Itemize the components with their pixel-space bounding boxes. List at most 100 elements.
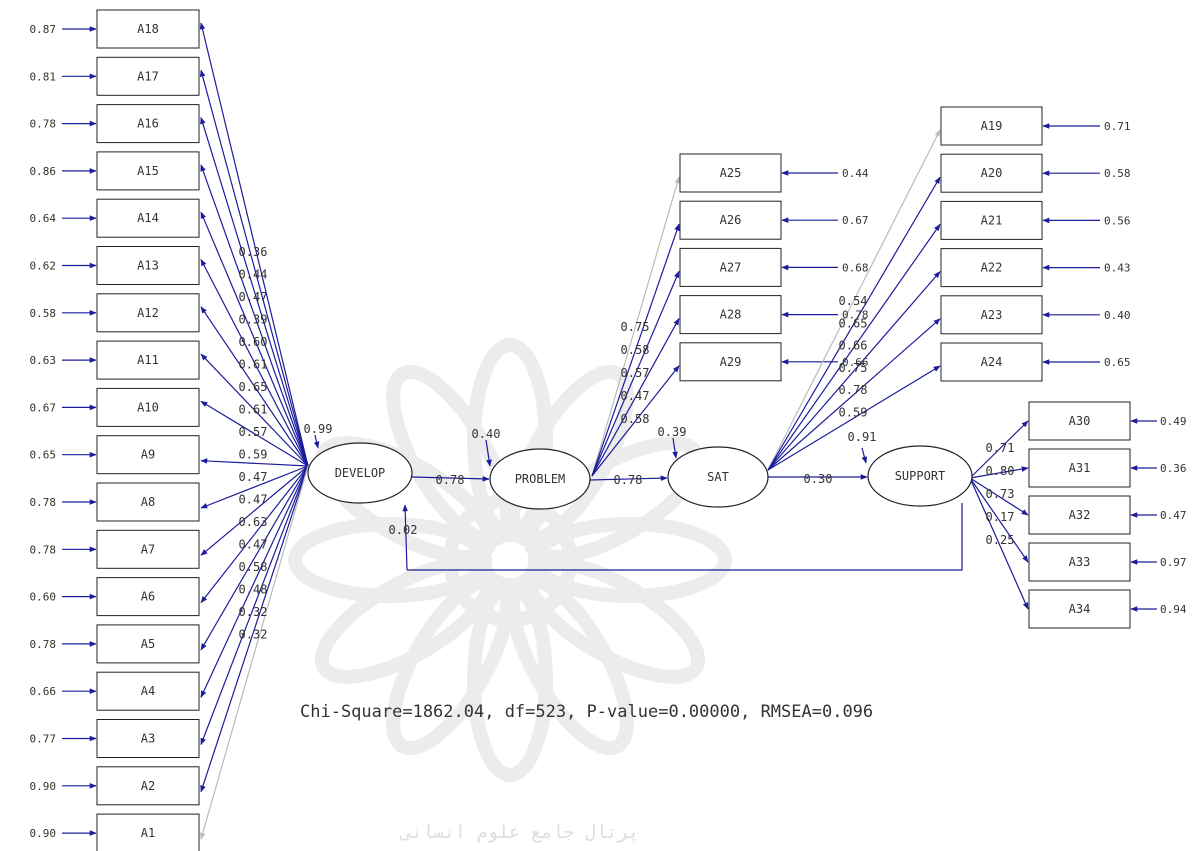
loading-value-a6: 0.63: [239, 515, 268, 529]
latent-sat: [667, 446, 769, 508]
indicator-box-a11: [96, 340, 200, 380]
indicator-box-a22-label: A22: [981, 261, 1003, 275]
latent-sat-label: SAT: [707, 470, 729, 484]
loading-arrow-a10: [200, 400, 309, 467]
loading-arrow-a17: [199, 69, 309, 467]
indicator-box-a11-label: A11: [137, 353, 159, 367]
indicator-box-a22: [940, 248, 1043, 288]
loading-arrow-a34: [969, 477, 1029, 610]
loading-value-a3: 0.48: [239, 583, 268, 597]
loading-value-a32: 0.73: [986, 487, 1015, 501]
loading-value-support-path: 0.91: [848, 430, 877, 444]
indicator-box-a32-label: A32: [1069, 508, 1091, 522]
loading-arrow-a6: [200, 465, 309, 604]
loading-value-a8: 0.47: [239, 470, 268, 484]
node-layer: A18A17A16A15A14A13A12A11A10A9A8A7A6A5A4A…: [96, 9, 1131, 851]
loading-arrow-a15: [200, 164, 309, 467]
loading-arrow-a7: [200, 465, 309, 556]
loading-arrow-a31: [969, 466, 1029, 479]
latent-error-arrow-problem: [485, 439, 492, 467]
error-value-a17: 0.81: [30, 70, 57, 83]
indicator-box-a2-label: A2: [141, 779, 155, 793]
indicator-box-a34: [1028, 589, 1131, 629]
latent-support-label: SUPPORT: [895, 469, 946, 483]
loading-value-a26: 0.58: [621, 343, 650, 357]
indicator-box-a21: [940, 200, 1043, 240]
loading-arrow-a28: [591, 317, 680, 477]
loading-arrow-a5: [200, 465, 309, 651]
structural-value-sat-support: 0.30: [804, 472, 833, 486]
indicator-box-a1-label: A1: [141, 826, 155, 840]
indicator-box-a33: [1028, 542, 1131, 582]
loading-value-a22: 0.75: [839, 361, 868, 375]
structural-arrow-support-develop: [402, 504, 408, 571]
indicator-box-a9-label: A9: [141, 448, 155, 462]
loading-value-a25: 0.75: [621, 320, 650, 334]
error-value-a31: 0.36: [1160, 462, 1187, 475]
indicator-box-a6: [96, 577, 200, 617]
loading-arrow-a22: [767, 271, 941, 471]
structural-value-develop-problem: 0.78: [436, 473, 465, 487]
error-value-a14: 0.64: [30, 212, 57, 225]
watermark-petal-shape: [288, 517, 492, 603]
error-value-a6: 0.60: [30, 591, 57, 604]
error-value-a18: 0.87: [30, 23, 57, 36]
indicator-box-a32: [1028, 495, 1131, 535]
error-value-a22: 0.43: [1104, 262, 1131, 275]
indicator-box-a25: [679, 153, 782, 193]
loading-arrow-a12: [200, 306, 309, 467]
indicator-box-a26: [679, 200, 782, 240]
error-value-a33: 0.97: [1160, 556, 1187, 569]
indicator-box-a15: [96, 151, 200, 191]
loading-arrow-a24: [767, 365, 941, 471]
loading-value-a1: 0.32: [239, 628, 268, 642]
indicator-box-a10-label: A10: [137, 400, 159, 414]
loading-value-a5: 0.47: [239, 538, 268, 552]
indicator-box-a19: [940, 106, 1043, 146]
loading-value-a9: 0.59: [239, 448, 268, 462]
indicator-box-a25-label: A25: [720, 166, 742, 180]
error-value-a11: 0.63: [30, 354, 57, 367]
loading-arrow-a30: [969, 420, 1029, 479]
loading-value-a31: 0.80: [986, 464, 1015, 478]
loading-value-a18: 0.36: [239, 245, 268, 259]
loading-arrow-a11: [200, 353, 309, 467]
indicator-box-a15-label: A15: [137, 164, 159, 178]
loading-value-a11: 0.61: [239, 403, 268, 417]
structural-value-support-develop: 0.02: [389, 523, 418, 537]
latent-problem-label: PROBLEM: [515, 472, 566, 486]
indicator-box-a5-label: A5: [141, 637, 155, 651]
watermark-petal-shape: [506, 364, 634, 548]
indicator-box-a26-label: A26: [720, 213, 742, 227]
loading-value-a28: 0.47: [621, 389, 650, 403]
error-value-a29: 0.66: [842, 356, 869, 369]
watermark-petal-shape: [528, 517, 732, 603]
watermark-petal-shape: [467, 338, 553, 542]
indicator-box-a18: [96, 9, 200, 49]
error-value-a30: 0.49: [1160, 415, 1187, 428]
error-value-a3: 0.77: [30, 733, 57, 746]
error-value-a19: 0.71: [1104, 120, 1131, 133]
latent-develop-label: DEVELOP: [335, 466, 386, 480]
indicator-box-a28-label: A28: [720, 308, 742, 322]
latent-error-sat: 0.39: [658, 425, 687, 439]
structural-arrow-sat-support-tick: [861, 447, 868, 464]
indicator-box-a12: [96, 293, 200, 333]
indicator-box-a27-label: A27: [720, 260, 742, 274]
indicator-box-a3-label: A3: [141, 732, 155, 746]
indicator-box-a27: [679, 247, 782, 287]
loading-value-a13: 0.61: [239, 358, 268, 372]
loading-value-a30: 0.71: [986, 441, 1015, 455]
indicator-box-a23-label: A23: [981, 308, 1003, 322]
watermark-petal-shape: [522, 556, 706, 684]
error-value-a27: 0.68: [842, 261, 869, 274]
loading-arrow-a33: [969, 477, 1029, 563]
indicator-box-a34-label: A34: [1069, 602, 1091, 616]
loading-arrow-a3: [200, 465, 309, 746]
loading-value-a7: 0.47: [239, 493, 268, 507]
indicator-box-a13-label: A13: [137, 259, 159, 273]
indicator-box-a29-label: A29: [720, 355, 742, 369]
indicator-box-a20: [940, 153, 1043, 193]
indicator-box-a23: [940, 295, 1043, 335]
indicator-box-a30: [1028, 401, 1131, 441]
